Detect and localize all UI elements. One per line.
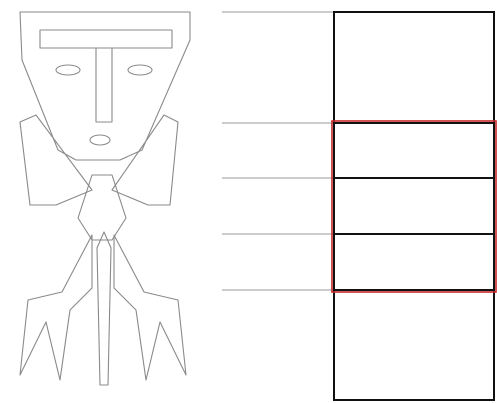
figure-outline xyxy=(20,12,190,385)
figure-torso xyxy=(78,175,126,240)
figure-right-arm xyxy=(112,115,178,205)
figure-right-eye xyxy=(128,65,152,75)
figure-left-eye xyxy=(56,65,80,75)
panel-section-1 xyxy=(334,12,494,123)
panel-section-4 xyxy=(334,234,494,290)
figure-mouth xyxy=(90,135,110,145)
figure-nose xyxy=(96,48,112,122)
proportion-panel xyxy=(332,12,496,400)
figure-staff xyxy=(97,232,111,385)
panel-highlight xyxy=(332,121,496,292)
figure-brow xyxy=(40,30,172,48)
panel-section-2 xyxy=(334,123,494,178)
figure-head xyxy=(20,12,190,160)
guide-lines xyxy=(222,12,334,290)
panel-section-3 xyxy=(334,178,494,234)
figure-left-leg xyxy=(20,235,92,380)
panel-section-5 xyxy=(334,290,494,400)
figure-right-leg xyxy=(114,235,186,380)
